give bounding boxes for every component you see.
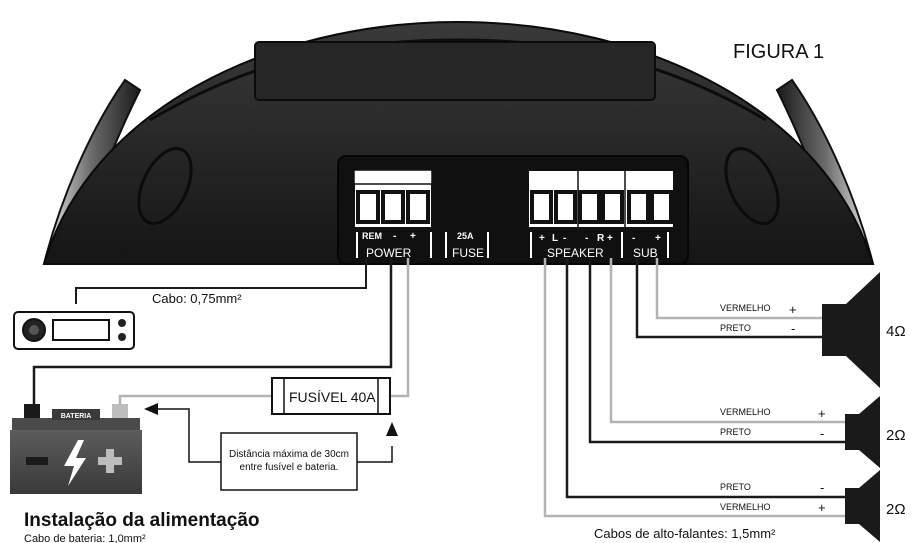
amp-screw-right — [724, 147, 780, 225]
speaker-r-label: R — [597, 233, 605, 244]
subwoofer-speaker-icon — [822, 272, 880, 388]
fuse-box: FUSÍVEL 40A — [271, 377, 391, 415]
fuse-rating-label: 25A — [457, 231, 474, 241]
amp-top-slot — [254, 41, 656, 101]
figure-label: FIGURA 1 — [733, 41, 824, 63]
sub-minus-label: - — [632, 233, 635, 244]
left-minus-wire — [565, 258, 845, 499]
left-speaker-icon — [845, 470, 880, 542]
rem-wire — [75, 258, 367, 304]
right-wire2-label: PRETO — [720, 427, 751, 437]
sub-plus-wire — [655, 258, 822, 320]
lightning-icon — [64, 440, 86, 486]
right-sign1-label: + — [818, 406, 826, 421]
arrow-up-icon — [386, 422, 398, 436]
sub-impedance-label: 4Ω — [886, 323, 906, 340]
sub-label: SUB — [633, 246, 658, 260]
speaker-label: SPEAKER — [547, 246, 604, 260]
amp-top-panel — [149, 38, 767, 122]
speaker-minus-l-label: - — [563, 233, 566, 244]
battery-positive-wire — [32, 258, 393, 410]
power-rem-label: REM — [362, 231, 382, 241]
right-sign2-label: - — [820, 426, 824, 441]
right-plus-wire — [609, 258, 845, 424]
head-unit — [13, 311, 135, 350]
speaker-plus-r-label: + — [607, 233, 613, 244]
speaker-l-label: L — [552, 233, 558, 244]
arrow-left-icon — [144, 403, 158, 415]
left-wire2-label: VERMELHO — [720, 502, 771, 512]
fuse-to-battery-wire — [118, 394, 272, 412]
note-line-2: entre fusível e bateria. — [240, 462, 339, 473]
speaker-connector — [527, 169, 675, 229]
right-speaker-icon — [845, 396, 880, 468]
speaker-cable-label: Cabos de alto-falantes: 1,5mm² — [594, 526, 776, 541]
sub-plus-label: + — [655, 233, 661, 244]
power-label: POWER — [366, 246, 412, 260]
right-impedance-label: 2Ω — [886, 427, 906, 444]
note-line-1: Distância máxima de 30cm — [229, 449, 349, 460]
left-sign1-label: - — [820, 480, 824, 495]
battery: BATERIA — [10, 404, 142, 494]
sub-sign2-label: - — [791, 321, 795, 336]
sub-sign1-label: + — [789, 302, 797, 317]
power-plus-label: + — [410, 231, 416, 242]
sub-wire1-label: VERMELHO — [720, 303, 771, 313]
head-unit-cable-label: Cabo: 0,75mm² — [152, 291, 242, 306]
sub-wire2-label: PRETO — [720, 323, 751, 333]
power-minus-label: - — [393, 231, 396, 242]
speaker-wires — [543, 258, 845, 518]
panel-dividers — [356, 232, 669, 258]
fuse-box-label: FUSÍVEL 40A — [289, 389, 376, 405]
fuse-label: FUSE — [452, 246, 484, 260]
left-impedance-label: 2Ω — [886, 501, 906, 518]
distance-note: Distância máxima de 30cm entre fusível e… — [144, 403, 398, 491]
power-connector — [353, 169, 433, 229]
battery-label: BATERIA — [61, 413, 92, 420]
left-sign2-label: + — [818, 500, 826, 515]
amp-screw-left — [137, 147, 193, 225]
right-minus-wire — [588, 258, 845, 444]
section-title: Instalação da alimentação — [24, 510, 260, 531]
speaker-plus-l-label: + — [539, 233, 545, 244]
sub-minus-wire — [635, 258, 822, 339]
right-wire1-label: VERMELHO — [720, 407, 771, 417]
speaker-minus-r-label: - — [585, 233, 588, 244]
left-wire1-label: PRETO — [720, 482, 751, 492]
section-subtitle: Cabo de bateria: 1,0mm² — [24, 533, 146, 543]
left-plus-wire — [543, 258, 845, 518]
amplifier: REM - + POWER 25A FUSE + L - - R + SPEAK… — [42, 20, 875, 265]
minus-icon — [26, 457, 48, 465]
ground-wire — [390, 258, 410, 398]
